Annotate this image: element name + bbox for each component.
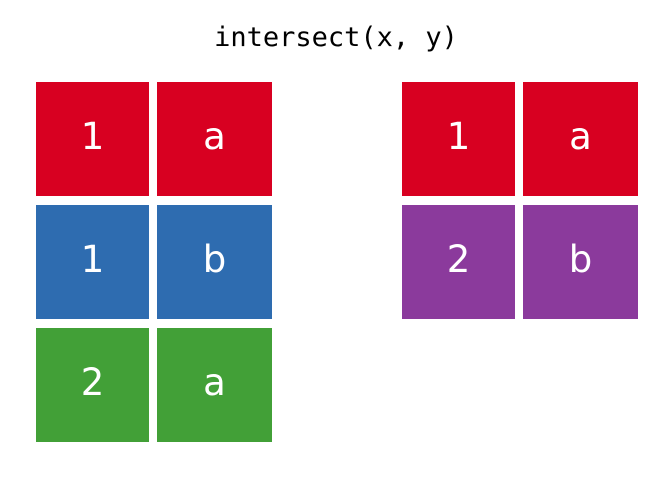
table-cell: 1 <box>402 82 515 196</box>
table-cell: 2 <box>36 328 149 442</box>
table-cell: b <box>157 205 272 319</box>
table-cell: a <box>157 82 272 196</box>
table-cell: a <box>523 82 638 196</box>
left-table: 1 a 1 b 2 a <box>36 82 272 442</box>
table-cell: 1 <box>36 82 149 196</box>
page-title: intersect(x, y) <box>214 22 458 53</box>
table-cell: 1 <box>36 205 149 319</box>
table-cell: 2 <box>402 205 515 319</box>
right-table: 1 a 2 b <box>402 82 638 319</box>
table-cell: a <box>157 328 272 442</box>
table-cell: b <box>523 205 638 319</box>
